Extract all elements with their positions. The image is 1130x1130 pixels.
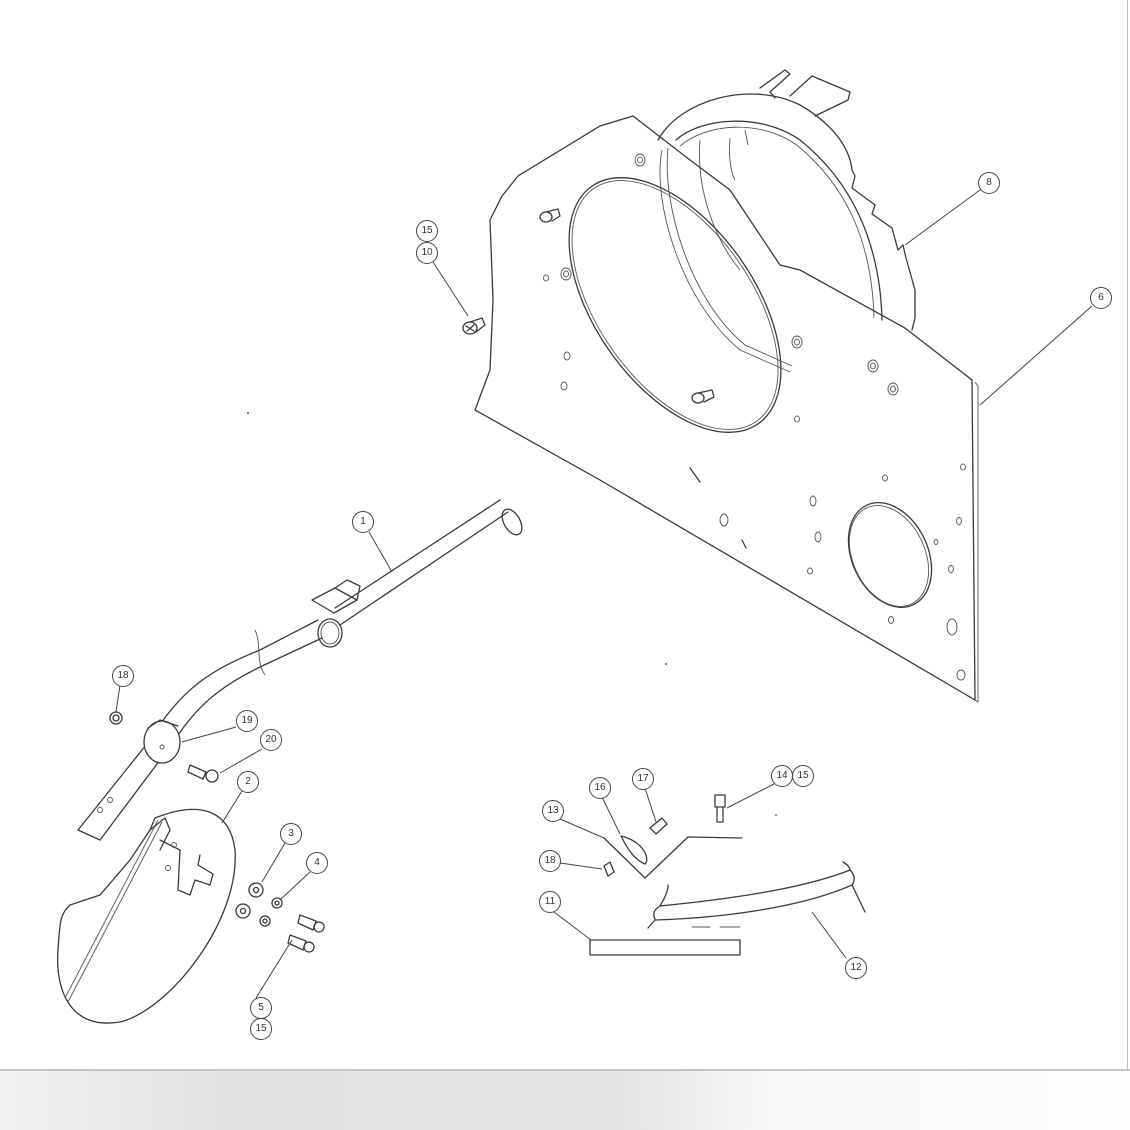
parts-diagram-canvas: 1 2 3 4 5 15 6 8 15 10 11 12 13 14 15 16… [56,69,1112,1040]
set-screw-part-18 [603,861,615,877]
main-plate [474,115,979,703]
callout-20: 20 [260,729,282,751]
callout-19: 19 [236,710,258,732]
callout-6: 6 [1090,287,1112,309]
bolt-part-20 [187,764,219,783]
callout-8: 8 [978,172,1000,194]
cap-screw-part-14 [714,794,726,823]
callout-16: 16 [589,777,611,799]
callout-1: 1 [352,511,374,533]
callout-12: 12 [845,957,867,979]
ring-housing [657,69,916,373]
callout-5-qty-15: 15 [250,1018,272,1040]
footer-divider [0,1069,1130,1071]
callout-18-set-screw: 18 [539,850,561,872]
side-shield-part-2 [56,808,236,1024]
callout-5: 5 [250,997,272,1019]
screw-part-17 [649,817,668,835]
bolts-part-5 [287,914,325,953]
curved-strip-part-12 [647,861,866,929]
callout-14: 14 [771,765,793,787]
washers-part-3 [235,882,264,919]
callout-3: 3 [280,823,302,845]
canvas-right-border [1127,0,1128,1070]
callout-4: 4 [306,852,328,874]
bent-bracket-part-13 [603,835,743,879]
callout-10-qty-15: 15 [416,220,438,242]
callout-11: 11 [539,891,561,913]
bar-part-11 [589,939,741,956]
callout-10: 10 [416,242,438,264]
footer-shade [0,1071,1130,1130]
tube-part-1 [77,499,523,841]
parts-drawing [56,69,1093,1024]
callout-18-nut: 18 [112,665,134,687]
screw-part-10 [462,317,486,335]
callout-2: 2 [237,771,259,793]
nuts-part-4 [259,897,283,927]
callout-13: 13 [542,800,564,822]
callout-17: 17 [632,768,654,790]
callout-14-qty-15: 15 [792,765,814,787]
leader-lines [115,189,1093,999]
nut-part-18 [109,711,123,725]
roller-part-19 [143,719,181,764]
